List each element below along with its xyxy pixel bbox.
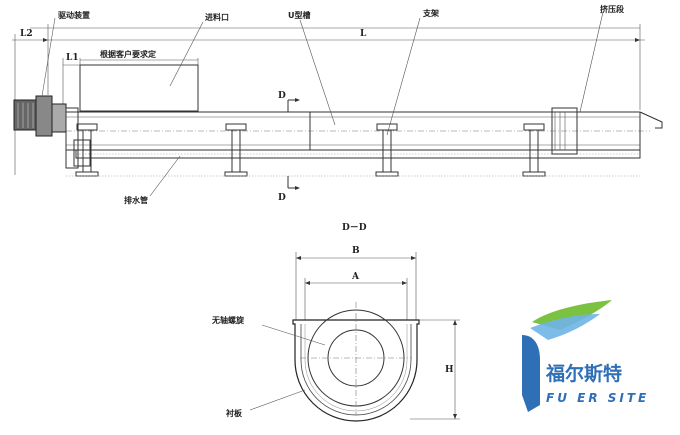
inlet-hopper [79,64,199,112]
logo-light-swoosh [530,314,600,340]
section-d-top: D [278,91,286,101]
leader-inlet [169,21,204,87]
brand-logo: 福尔斯特 FU ER SITE [522,300,649,412]
drain-outlet [73,139,91,167]
dim-l2: L2 [20,29,33,39]
label-press-section: 挤压段 [600,4,624,14]
section-title: D－D [342,223,367,233]
leader-liner [249,389,306,411]
label-customer-req: 根据客户要求定 [100,49,156,59]
dim-h: H [445,365,454,375]
dim-l1: L1 [66,53,79,63]
label-u-trough: U型槽 [288,10,311,20]
liner-section [300,324,412,416]
leader-drive [41,17,56,97]
end-flange [65,107,79,169]
side-view: L2 L L1 根据客户要求定 驱动装置 [12,4,663,205]
liner-inner [304,324,408,412]
leader-spiral [261,324,326,346]
label-drain-pipe: 排水管 [124,195,148,205]
leader-drain [149,155,181,197]
support-2 [224,123,248,177]
drive-unit [13,95,67,137]
section-d-bottom: D [278,193,286,203]
logo-chinese: 福尔斯特 [545,362,622,385]
label-inlet: 进料口 [205,12,229,22]
section-view: D－D B A [211,223,460,422]
dim-a: A [351,272,360,282]
section-mark-bottom [287,176,300,190]
drain-pipe-body [75,149,641,159]
label-liner: 衬板 [225,408,243,418]
logo-english: FU ER SITE [546,391,649,405]
leader-press [579,11,604,113]
label-shaftless-spiral: 无轴螺旋 [211,315,245,325]
leader-support [386,17,421,136]
dim-b: B [352,246,360,256]
section-mark-top [287,98,300,112]
label-support: 支架 [422,8,439,18]
label-drive: 驱动装置 [58,10,90,20]
logo-blue-stem [522,335,540,412]
leader-u-trough [299,19,336,126]
dim-l: L [360,29,367,39]
press-section [551,107,663,155]
u-trough-body [66,111,650,151]
dimension-l-line [12,24,645,175]
